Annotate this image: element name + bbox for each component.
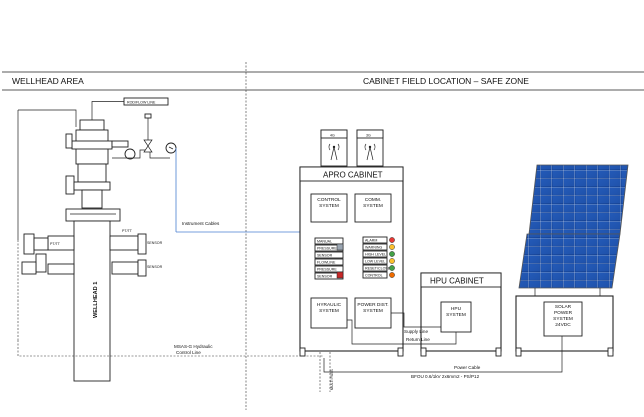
right-tag-a: SENSOR	[147, 241, 163, 245]
status-lamp-yellow	[389, 258, 395, 264]
pt-tt-tag: PT/TT	[122, 229, 133, 233]
control-lamp-orange	[389, 272, 395, 278]
solar-power-system-box	[543, 301, 583, 337]
alarm-label-4: LOW LEVEL	[365, 260, 385, 264]
hpu-cabinet	[420, 272, 502, 357]
signal-4g-icon	[328, 143, 340, 161]
control-system-box	[310, 193, 348, 223]
indicator-label-6: SENSOR	[317, 275, 333, 279]
alarm-label-2: WARNING	[365, 246, 382, 250]
indicator-panel	[314, 237, 344, 280]
signal-3g-icon	[364, 143, 376, 161]
control-system-label: CONTROL SYSTEM	[317, 198, 341, 209]
antenna-4g-label: 4G	[330, 134, 335, 138]
indicator-label-3: SENSOR	[317, 254, 333, 258]
alarm-label-1: ALARM	[365, 239, 377, 243]
hpu-system-box	[440, 301, 472, 333]
indicator-label-5: PRESSURE	[317, 268, 337, 272]
antenna-4g: 4G	[320, 129, 348, 167]
antenna-3g: 3G	[356, 129, 384, 167]
warning-lamp-yellow	[389, 244, 395, 250]
alarm-label-3: HIGH LEVEL	[365, 253, 386, 257]
hpu-system-label: HPU SYSTEM	[446, 307, 466, 318]
indicator-label-4: FLOWLINE	[317, 261, 336, 265]
solar-array	[515, 164, 629, 357]
header-wellhead-area: WELLHEAD AREA	[12, 76, 84, 86]
instrument-cable-label: Instrument Cables	[182, 221, 220, 226]
power-cable-spec: BFOU 0.6/1kV 2x6mm2 - PS/P12	[411, 374, 480, 379]
power-dist-system-box	[354, 297, 392, 329]
power-cable-line	[323, 336, 563, 373]
antenna-3g-label: 3G	[366, 134, 371, 138]
return-line-label: Return Line	[406, 337, 430, 342]
power-dist-label: POWER DIST. SYSTEM	[357, 303, 389, 314]
right-tag-b: SENSOR	[147, 265, 163, 269]
wellhead-name: WELLHEAD 1	[93, 282, 99, 318]
hydraulic-control-line	[17, 240, 324, 357]
top-tag-label: ROD/FLOW LINE	[127, 100, 156, 104]
trench-label: MULTI PASS	[330, 369, 334, 390]
alarm-label-6: CONTROL	[365, 274, 383, 278]
comm-system-label: COMM. SYSTEM	[363, 198, 383, 209]
hpu-cabinet-title: HPU CABINET	[430, 277, 484, 286]
hydraulic-system-label: HYRAULIC SYSTEM	[316, 303, 342, 314]
header-frame	[2, 62, 644, 410]
apro-cabinet-title: APRO CABINET	[323, 171, 383, 180]
status-lamp-green	[389, 251, 395, 257]
hydraulic-system-box	[310, 297, 348, 329]
solar-power-label: SOLAR POWER SYSTEM 24VDC	[553, 305, 573, 328]
indicator-label-2: PRESSURE	[317, 247, 337, 251]
left-tag-a: PT/TT	[50, 242, 61, 246]
solar-panel-bottom	[518, 233, 621, 289]
indicator-label-1: MANUAL	[317, 240, 332, 244]
power-cable-label: Power Cable	[454, 365, 481, 370]
header-cabinet-location: CABINET FIELD LOCATION – SAFE ZONE	[363, 76, 529, 86]
supply-line	[391, 312, 441, 328]
alarm-lamp-red	[389, 237, 395, 243]
apro-cabinet	[299, 166, 404, 357]
wellhead-column	[73, 220, 111, 382]
alarm-label-5: RESET/CLOSE	[365, 267, 391, 271]
status-lamp-green-2	[389, 265, 395, 271]
left-loop-line	[18, 109, 77, 127]
wellhead-assembly: ROD/FLOW LINE WELLHEAD 1	[17, 97, 324, 382]
alarm-panel	[362, 236, 395, 279]
comm-system-box	[354, 193, 392, 223]
hydraulic-line-label-2: Control Line	[176, 350, 201, 355]
supply-line-label: Supply Line	[404, 329, 428, 334]
return-line	[347, 319, 457, 345]
solar-panel-top	[528, 164, 629, 235]
hydraulic-line-label-1: MSAS-G Hydraulic	[174, 344, 213, 349]
